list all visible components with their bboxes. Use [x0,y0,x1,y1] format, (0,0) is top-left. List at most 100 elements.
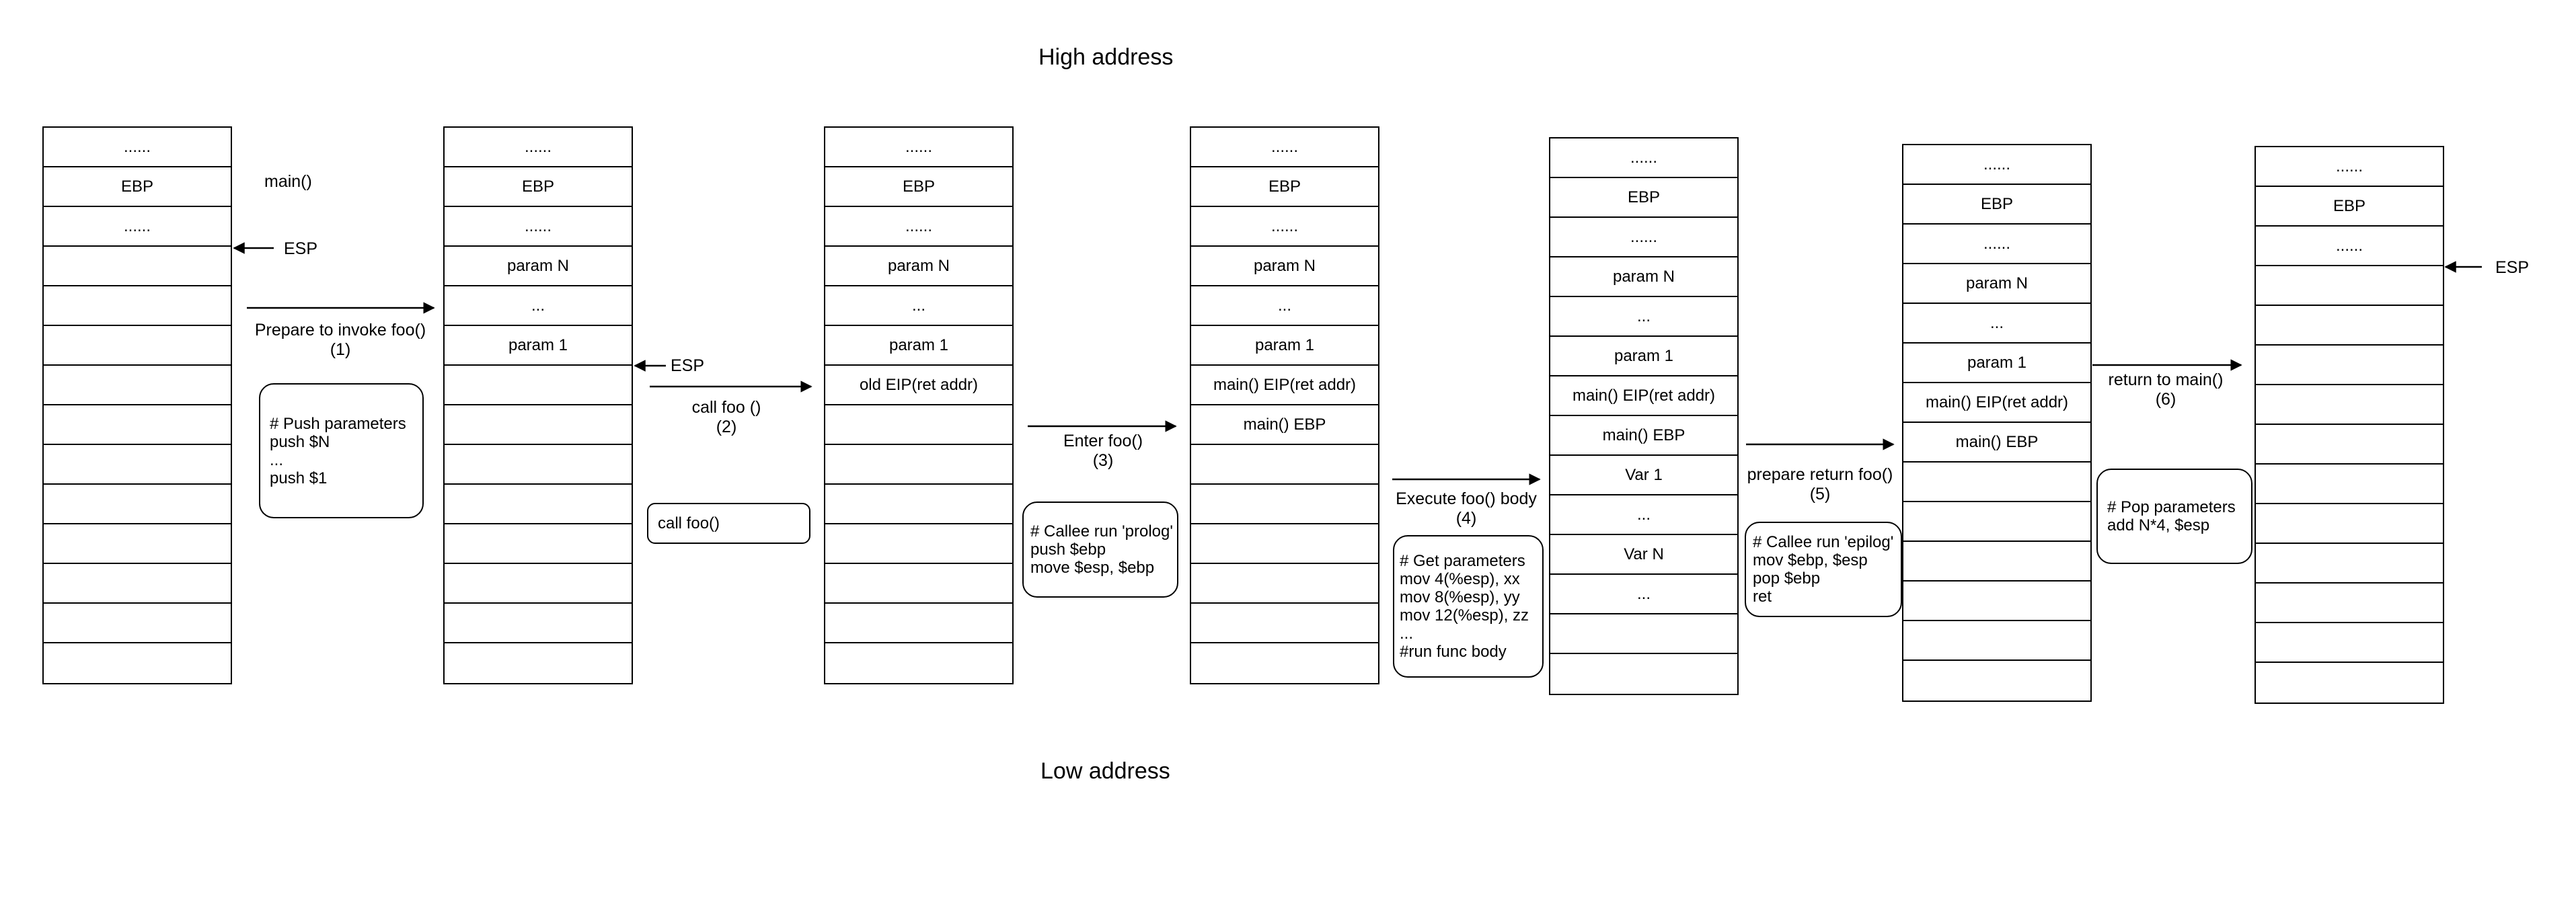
stack-cell: Var 1 [1550,456,1737,495]
stack-cell: ...... [44,128,231,167]
stack-1: ...... EBP ...... [42,126,232,684]
stack-cell: param 1 [1191,326,1378,366]
stack-cell: ... [825,286,1012,326]
stack-cell: ...... [1550,138,1737,178]
stack-cell [825,445,1012,485]
note-line: mov $ebp, $esp [1753,551,1868,569]
stack-cell [2256,584,2443,623]
main-label: main() [264,172,312,191]
stack-cell [1191,524,1378,564]
stack-cell: EBP [445,167,632,207]
stack-cell: EBP [1191,167,1378,207]
stack-cell [2256,465,2443,504]
stack-cell [44,366,231,405]
stack-cell [1550,614,1737,654]
stack-cell [1903,463,2090,502]
stack-cell: ...... [2256,227,2443,266]
stack-cell [2256,544,2443,584]
step-6-number: (6) [2155,390,2176,409]
stack-cell: ... [1550,495,1737,535]
stack-6: ...... EBP ...... param N ... param 1 ma… [1902,144,2092,702]
stack-cell [445,366,632,405]
note-line: mov 12(%esp), zz [1400,606,1529,625]
stack-cell: Var N [1550,535,1737,575]
note-line: # Callee run 'prolog' [1030,522,1173,540]
step-3-title: Enter foo() [1063,432,1143,450]
stack-cell [44,485,231,524]
stack-cell [445,564,632,604]
stack-cell: main() EIP(ret addr) [1903,383,2090,423]
stack-cell [2256,425,2443,465]
stack-cell [445,485,632,524]
stack-cell [44,247,231,286]
stack-cell [44,564,231,604]
step-5-title: prepare return foo() [1747,465,1893,484]
note-line: push $1 [270,469,328,487]
stack-cell [1191,564,1378,604]
stack-cell: param 1 [1550,337,1737,376]
pop-parameters-note: # Pop parameters add N*4, $esp [2096,469,2252,564]
stack-cell [2256,385,2443,425]
stack-cell [445,445,632,485]
stack-cell: old EIP(ret addr) [825,366,1012,405]
stack-cell: param N [825,247,1012,286]
stack-cell: param 1 [1903,344,2090,383]
stack-cell: EBP [1903,185,2090,225]
stack-cell [1903,582,2090,621]
stack-cell [1903,502,2090,542]
stack-cell [44,524,231,564]
stack-cell: param N [1903,264,2090,304]
step-1-number: (1) [330,340,351,359]
note-line: # Pop parameters [2107,498,2236,516]
stack-cell [44,326,231,366]
stack-cell: param 1 [825,326,1012,366]
note-line: ... [270,450,284,469]
step-6-title: return to main() [2108,370,2224,389]
stack-cell: ...... [2256,147,2443,187]
note-line: push $N [270,432,330,451]
step-1-title: Prepare to invoke foo() [254,321,426,339]
low-address-title: Low address [1040,758,1170,784]
note-line: ret [1753,588,1772,606]
stack-cell [1191,604,1378,643]
stack-cell: ...... [825,128,1012,167]
note-line: mov 4(%esp), xx [1400,570,1520,588]
note-line: push $ebp [1030,540,1106,559]
step-5-label: prepare return foo() (5) [1743,465,1897,504]
step-1-label: Prepare to invoke foo() (1) [251,321,430,360]
stack-cell [1191,485,1378,524]
stack-cell [1191,445,1378,485]
stack-cell [825,564,1012,604]
stack-cell [2256,306,2443,346]
step-3-label: Enter foo() (3) [1036,432,1170,471]
stack-cell: ...... [44,207,231,247]
stack-cell [44,405,231,445]
stack-cell: EBP [1550,178,1737,218]
note-line: # Push parameters [270,414,406,433]
stack-cell: EBP [2256,187,2443,227]
stack-cell [825,405,1012,445]
stack-cell [825,485,1012,524]
stack-cell: main() EBP [1903,423,2090,463]
stack-cell: ...... [1191,207,1378,247]
stack-cell [44,286,231,326]
esp-label-2: ESP [671,356,705,375]
stack-cell: ... [1903,304,2090,344]
stack-4: ...... EBP ...... param N ... param 1 ma… [1190,126,1379,684]
stack-cell: param N [445,247,632,286]
stack-cell: ... [445,286,632,326]
stack-cell: main() EBP [1550,416,1737,456]
note-line: mov 8(%esp), yy [1400,588,1520,606]
note-line: ... [1400,625,1414,643]
stack-cell [2256,504,2443,544]
stack-cell: ...... [1903,225,2090,264]
step-3-number: (3) [1092,451,1114,470]
stack-3: ...... EBP ...... param N ... param 1 ol… [824,126,1014,684]
note-line: # Get parameters [1400,552,1525,570]
stack-cell [445,604,632,643]
esp-label-1: ESP [284,239,318,258]
stack-cell [445,405,632,445]
stack-cell [2256,346,2443,385]
step-4-label: Execute foo() body (4) [1393,489,1540,528]
